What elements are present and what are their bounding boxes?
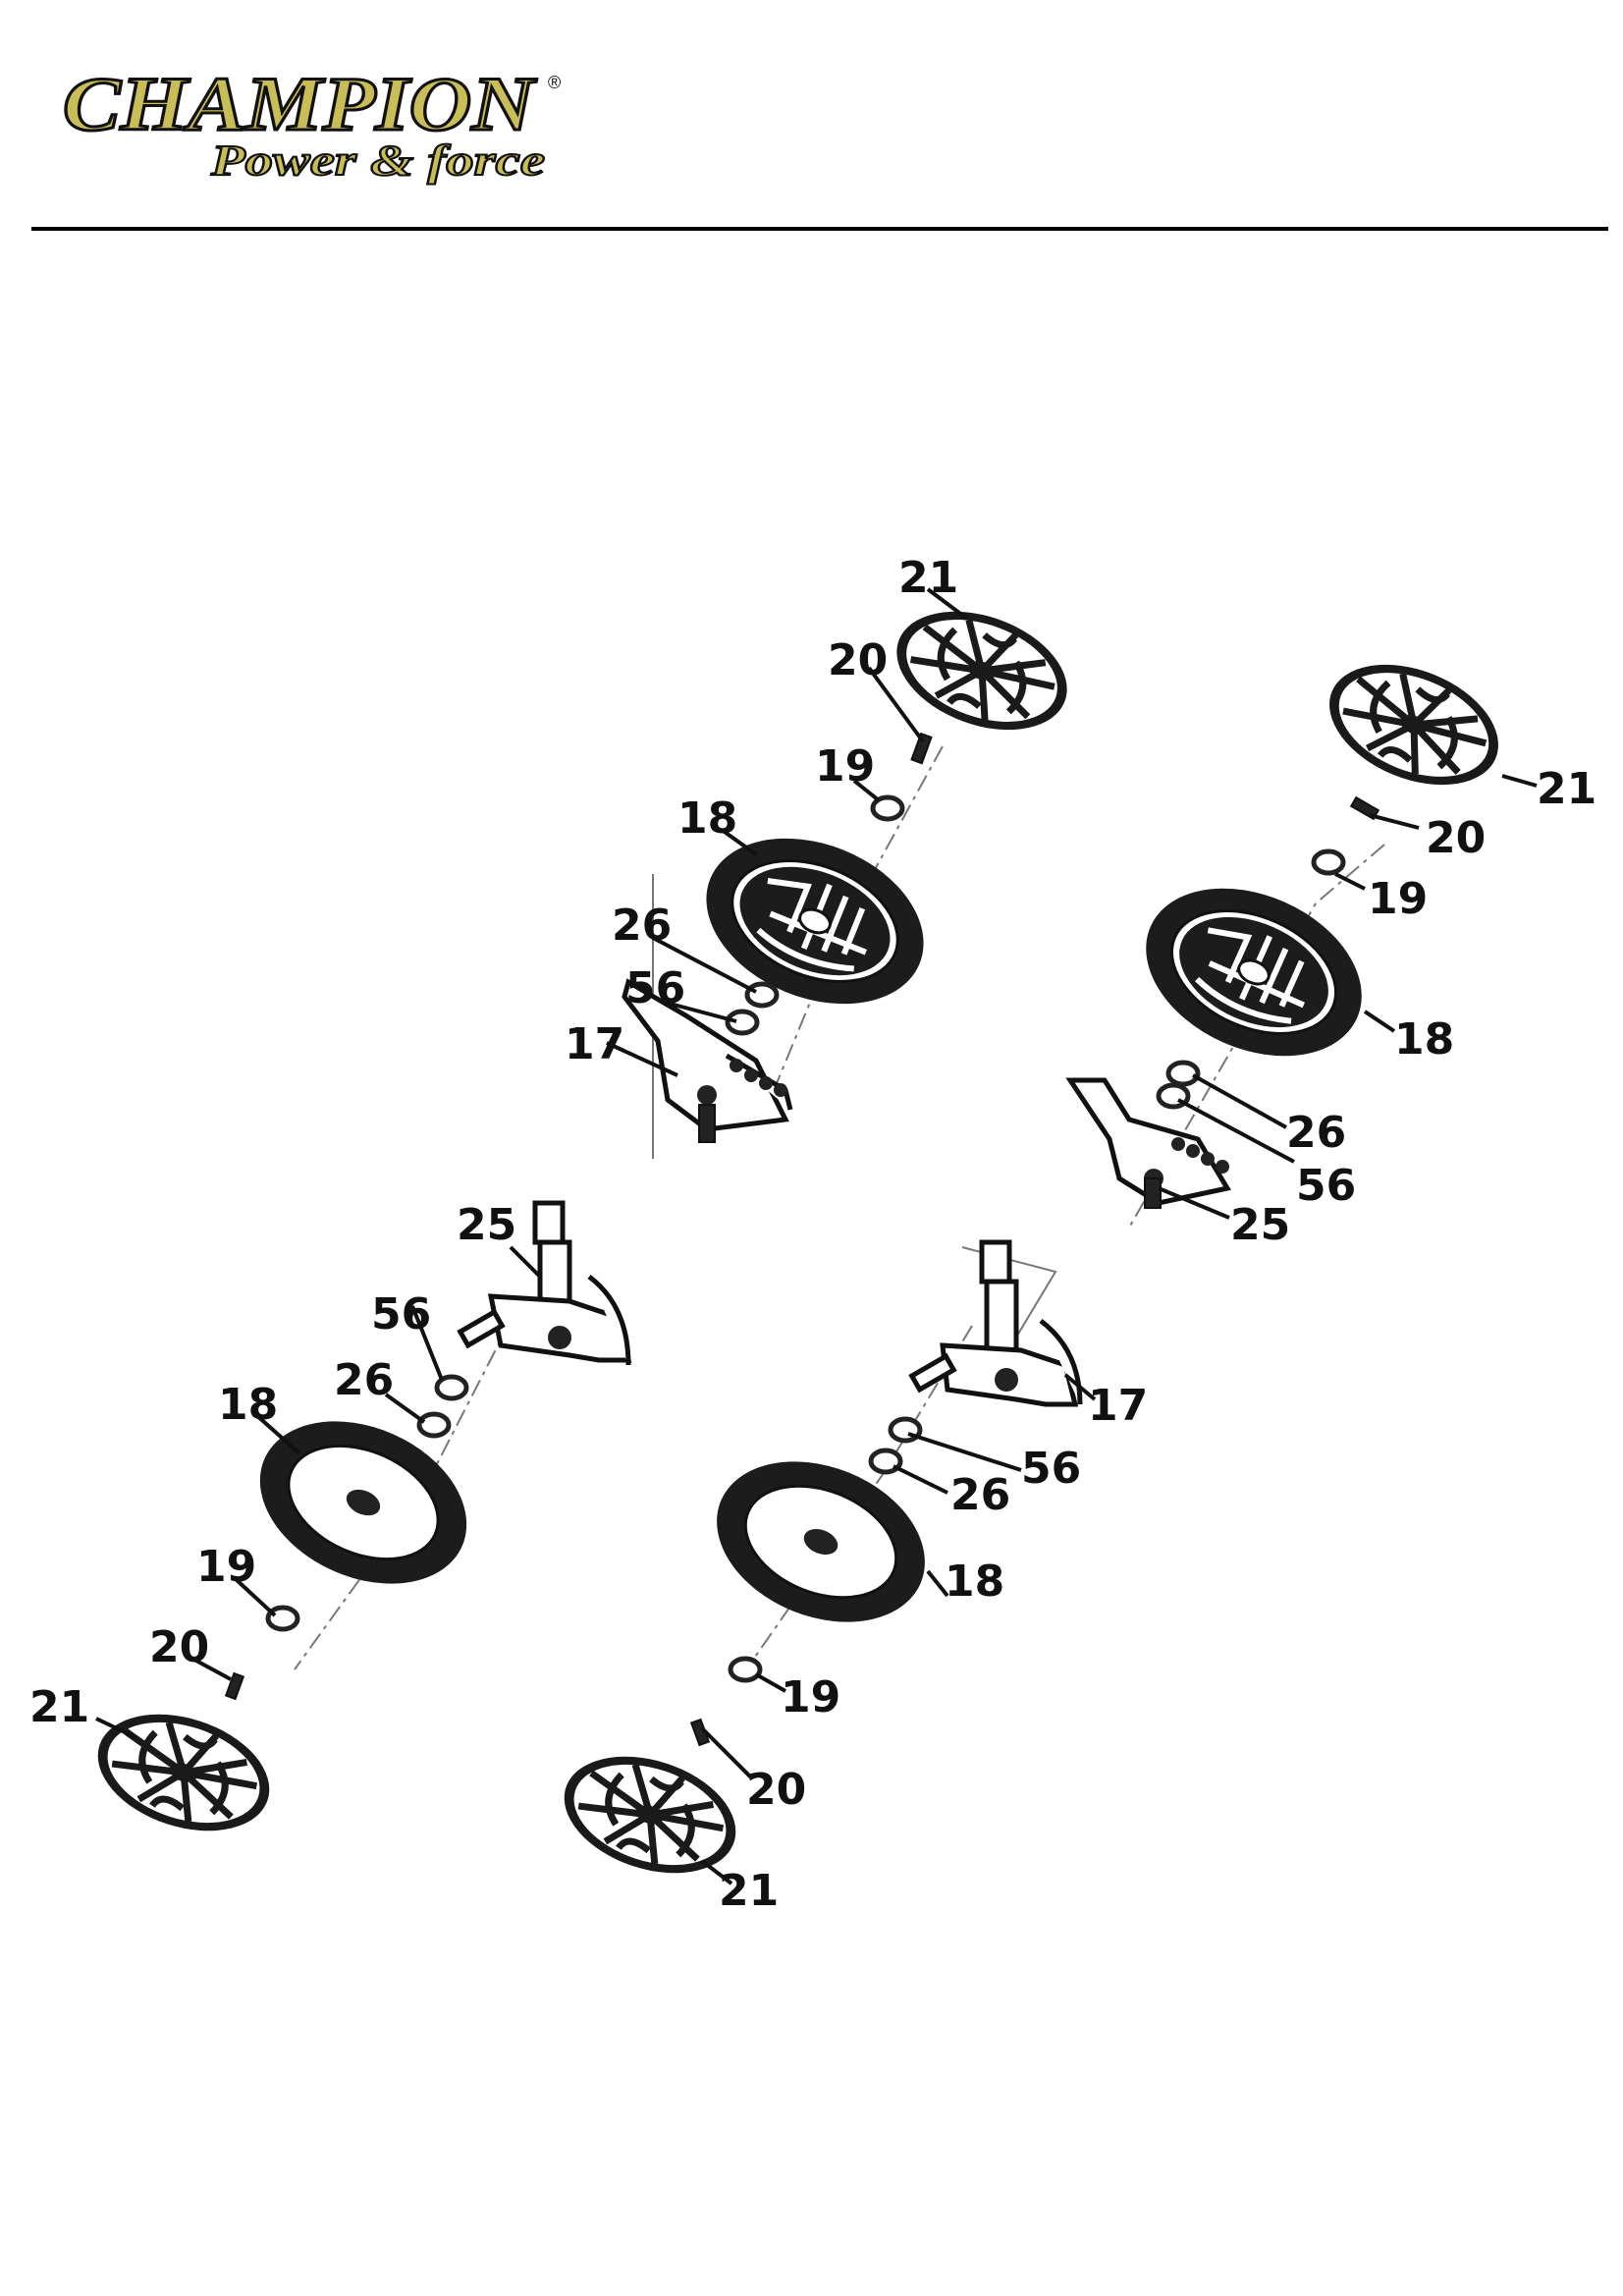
right-assembly bbox=[1065, 641, 1516, 1209]
callout-19: 19 bbox=[196, 1542, 256, 1592]
callout-25: 25 bbox=[1230, 1200, 1290, 1250]
callout-26: 26 bbox=[334, 1355, 394, 1405]
callout-25: 25 bbox=[457, 1200, 516, 1250]
callout-18: 18 bbox=[1394, 1014, 1454, 1065]
callout-56: 56 bbox=[371, 1289, 431, 1339]
callout-21: 21 bbox=[898, 553, 958, 603]
callout-21: 21 bbox=[1537, 764, 1596, 814]
lower-left-assembly bbox=[82, 1200, 632, 1851]
washer-26 bbox=[747, 984, 777, 1006]
logo-registered-mark: ® bbox=[548, 73, 561, 92]
top-center-assembly bbox=[622, 590, 1083, 1143]
champion-logo: CHAMPION ® Power & force bbox=[62, 60, 562, 187]
bolt-20 bbox=[910, 732, 933, 765]
lower-center-assembly bbox=[549, 1239, 1083, 1893]
callout-26: 26 bbox=[612, 901, 672, 951]
washer-19 bbox=[1314, 851, 1343, 873]
logo-wordmark: CHAMPION bbox=[63, 61, 537, 146]
callout-19: 19 bbox=[1368, 874, 1428, 924]
callout-19: 19 bbox=[815, 741, 875, 792]
callout-56: 56 bbox=[1296, 1161, 1356, 1211]
callout-21: 21 bbox=[719, 1866, 779, 1916]
callout-20: 20 bbox=[746, 1765, 806, 1815]
washer-19 bbox=[730, 1659, 760, 1680]
height-adjuster-25 bbox=[457, 1200, 632, 1366]
hubcap-21 bbox=[1312, 641, 1516, 807]
callout-56: 56 bbox=[1021, 1444, 1081, 1494]
height-adjuster-17 bbox=[908, 1239, 1083, 1407]
washer-56 bbox=[437, 1377, 466, 1398]
wheel-18 bbox=[1119, 856, 1388, 1088]
callout-19: 19 bbox=[781, 1672, 840, 1722]
height-adjuster-25 bbox=[1065, 1077, 1231, 1209]
callout-17: 17 bbox=[1088, 1381, 1148, 1431]
wheel-18 bbox=[691, 1430, 950, 1654]
washer-26 bbox=[419, 1414, 449, 1436]
callout-20: 20 bbox=[828, 635, 888, 685]
callout-17: 17 bbox=[565, 1019, 624, 1069]
callout-leaders bbox=[95, 587, 1538, 1886]
callout-26: 26 bbox=[1286, 1108, 1346, 1158]
callout-20: 20 bbox=[149, 1622, 209, 1672]
header-divider bbox=[31, 227, 1608, 231]
bolt-20 bbox=[1349, 795, 1380, 821]
washer-56 bbox=[728, 1011, 757, 1033]
washer-26 bbox=[1168, 1063, 1198, 1084]
callout-21: 21 bbox=[29, 1682, 89, 1732]
hubcap-21 bbox=[82, 1694, 284, 1851]
callout-18: 18 bbox=[677, 793, 737, 844]
height-adjuster-17 bbox=[622, 978, 793, 1143]
callout-26: 26 bbox=[950, 1470, 1010, 1520]
callout-labels: 21 20 19 18 26 56 17 21 20 19 18 26 56 2… bbox=[29, 553, 1596, 1916]
callout-18: 18 bbox=[218, 1380, 278, 1430]
callout-20: 20 bbox=[1426, 813, 1486, 863]
logo-tagline: Power & force bbox=[210, 137, 545, 185]
callout-18: 18 bbox=[945, 1557, 1004, 1607]
callout-56: 56 bbox=[625, 963, 685, 1013]
bolt-20 bbox=[224, 1671, 245, 1701]
